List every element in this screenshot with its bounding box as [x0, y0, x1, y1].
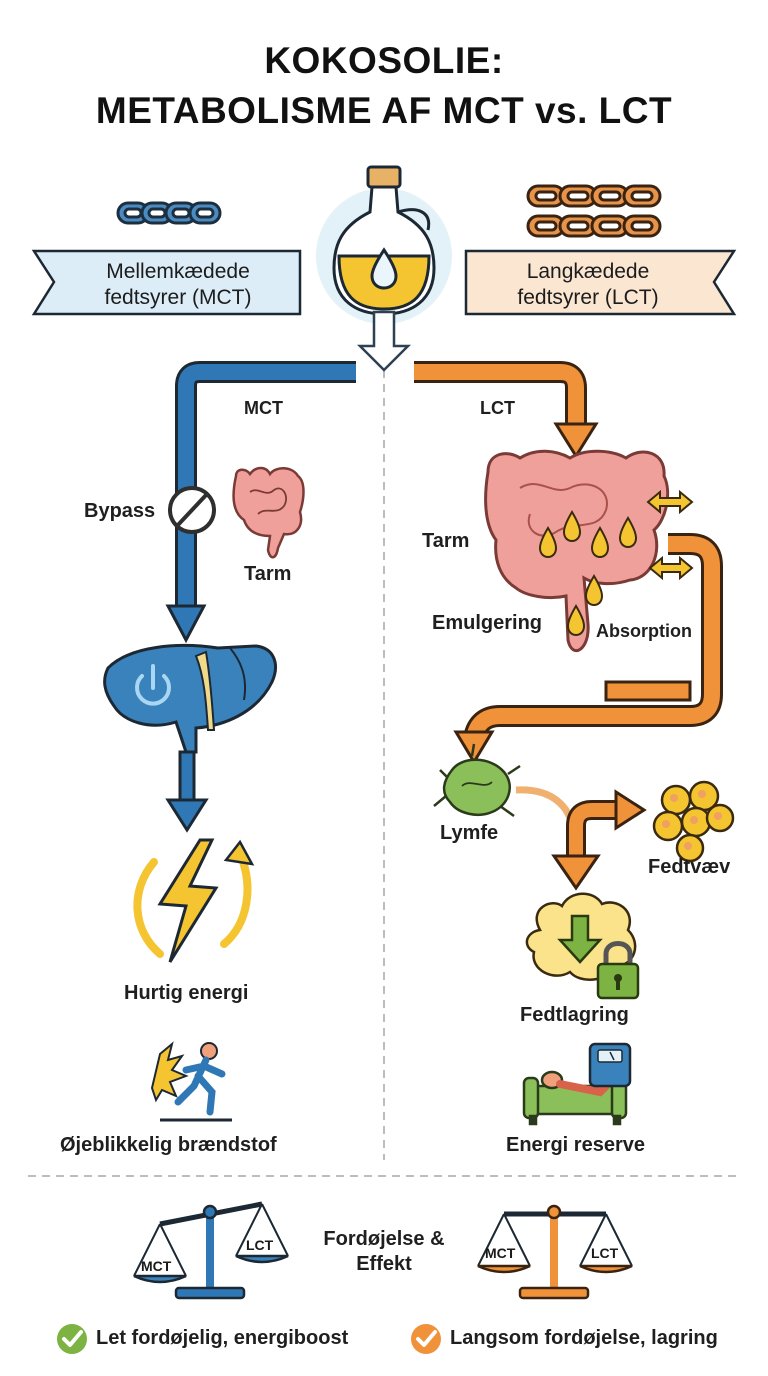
split-arrow: [356, 310, 412, 372]
check-icon: [57, 1324, 87, 1354]
lct-path-label: LCT: [480, 398, 515, 418]
absorption-arrows: [646, 489, 694, 581]
lct-banner-line-1: Langkædede: [526, 260, 650, 283]
lct-banner: [464, 249, 737, 316]
mct-summary: Let fordøjelig, energiboost: [96, 1327, 349, 1349]
check-icon: [411, 1324, 441, 1354]
scale-left-mct: MCT: [141, 1258, 172, 1274]
mct-banner-line-2: fedtsyrer (MCT): [104, 286, 252, 309]
oil-bottle-icon: [332, 165, 436, 316]
lct-summary: Langsom fordøjelse, lagring: [450, 1327, 718, 1349]
lct-banner-text: Langkædede fedtsyrer (LCT): [470, 259, 706, 311]
scale-right-lct: LCT: [591, 1245, 619, 1261]
lymph-label: Lymfe: [440, 822, 499, 844]
intestine-icon: [232, 466, 305, 559]
lymph-node-icon: [433, 743, 521, 818]
bypass-icon: [168, 486, 216, 534]
lct-banner-line-2: fedtsyrer (LCT): [517, 286, 659, 309]
emulsify-label: Emulgering: [432, 612, 543, 634]
comparison-title-line-2: Effekt: [356, 1253, 412, 1275]
scale-left-lct: LCT: [246, 1237, 274, 1253]
adipose-label: Fedtvæv: [648, 856, 731, 878]
comparison-title-line-1: Fordøjelse &: [323, 1228, 445, 1250]
bypass-label: Bypass: [84, 500, 156, 522]
mct-banner: [31, 249, 302, 316]
mct-flow-path: [165, 361, 356, 644]
chain-icon: [526, 184, 662, 238]
lct-split-arrows: [551, 789, 647, 891]
page-title-line-2: METABOLISME AF MCT vs. LCT: [95, 90, 673, 131]
fat-storage-label: Fedtlagring: [520, 1004, 629, 1026]
absorption-label: Absorption: [596, 621, 692, 641]
scale-icon: [133, 1201, 289, 1300]
mct-arrow-to-energy: [165, 750, 209, 833]
lct-flow-path: [414, 361, 599, 459]
sofa-icon: [522, 1070, 628, 1126]
mct-banner-line-1: Mellemkædede: [106, 260, 250, 283]
fat-droplets: [538, 510, 638, 637]
mct-banner-text: Mellemkædede fedtsyrer (MCT): [60, 259, 296, 311]
scale-icon: [477, 1204, 633, 1300]
scale-weight-icon: [588, 1042, 632, 1088]
runner-icon: [150, 1041, 232, 1122]
power-icon: [135, 664, 171, 706]
mct-intestine-label: Tarm: [244, 563, 292, 585]
fat-cells-icon: [652, 780, 735, 863]
lymph-to-fat-line: [515, 786, 578, 833]
lock-icon: [596, 941, 640, 1000]
lightning-icon: [133, 838, 255, 963]
quick-energy-label: Hurtig energi: [124, 982, 249, 1004]
liver-icon: [103, 643, 277, 754]
page-title-line-1: KOKOSOLIE:: [264, 40, 504, 81]
lct-intestine-label: Tarm: [422, 530, 470, 552]
scale-right-mct: MCT: [485, 1245, 516, 1261]
energy-reserve-label: Energi reserve: [506, 1134, 645, 1156]
chain-icon: [116, 201, 222, 225]
lct-lymph-path: [453, 533, 723, 765]
instant-fuel-label: Øjeblikkelig brændstof: [60, 1134, 277, 1156]
mct-path-label: MCT: [244, 398, 283, 418]
